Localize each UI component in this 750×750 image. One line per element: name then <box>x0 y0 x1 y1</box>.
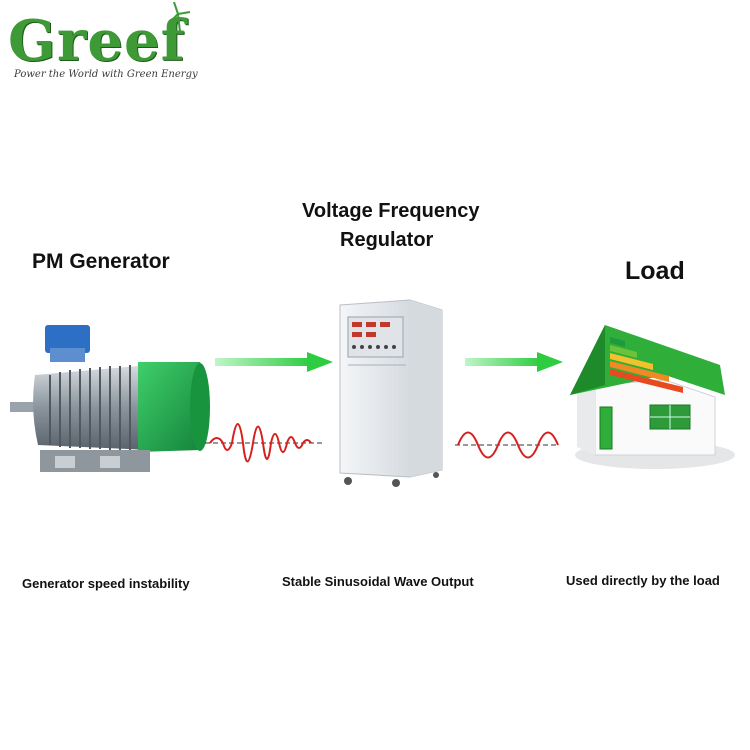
generator-caption: Generator speed instability <box>22 576 190 591</box>
energy-rating-icon <box>610 337 683 393</box>
regulator-title-line2: Regulator <box>340 229 434 251</box>
load-title: Load <box>625 257 685 285</box>
logo-tagline: Power the World with Green Energy <box>14 69 198 80</box>
sine-wave <box>455 431 559 459</box>
regulator-cabinet-icon <box>339 299 443 487</box>
wind-turbine-icon <box>169 2 191 32</box>
load-caption: Used directly by the load <box>566 573 720 588</box>
logo: Greef <box>8 8 186 74</box>
generator-icon <box>10 325 210 472</box>
regulator-caption: Stable Sinusoidal Wave Output <box>282 574 474 589</box>
arrow-generator-to-regulator <box>215 352 333 372</box>
unstable-wave <box>205 423 323 463</box>
arrow-regulator-to-load <box>465 352 563 372</box>
regulator-title-line1: Voltage Frequency <box>302 200 480 222</box>
house-icon <box>570 325 735 469</box>
generator-title: PM Generator <box>32 250 170 273</box>
